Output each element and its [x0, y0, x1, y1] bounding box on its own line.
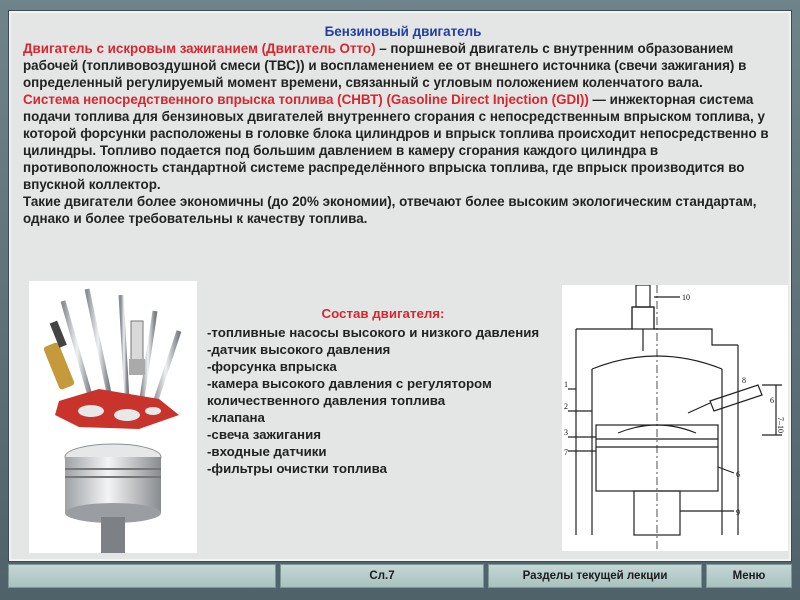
label-3: 3	[564, 428, 568, 437]
label-dim2: 6	[770, 396, 774, 405]
composition-item: -форсунка впрыска	[207, 359, 337, 374]
engine-parts-photo	[29, 281, 197, 553]
label-dim: 7–10	[776, 417, 785, 433]
label-9: 9	[736, 508, 740, 517]
term-otto: Двигатель с искровым зажиганием (Двигате…	[23, 41, 376, 56]
text-otto: – поршневой двигатель с внутренним образ…	[23, 41, 747, 90]
label-10: 10	[682, 293, 690, 302]
composition-item: -камера высокого давления с регулятором …	[207, 376, 492, 408]
valves-piston-image	[43, 288, 182, 553]
composition-item: -свеча зажигания	[207, 427, 322, 442]
cylinder-section-diagram: 10 1 2 3 7 6 9 8 7–10 6	[564, 284, 785, 551]
engine-composition: Состав двигателя: -топливные насосы высо…	[207, 305, 559, 477]
composition-item: -фильтры очистки топлива	[207, 461, 387, 476]
label-8: 8	[742, 376, 746, 385]
composition-item: -датчик высокого давления	[207, 342, 391, 357]
navigation-bar: Сл.7 Разделы текущей лекции Меню	[8, 562, 792, 590]
composition-item: -входные датчики	[207, 444, 327, 459]
slide-number-button[interactable]: Сл.7	[280, 564, 484, 588]
composition-item: -клапана	[207, 410, 265, 425]
composition-title: Состав двигателя:	[321, 306, 445, 321]
slide-content: Бензиновый двигатель Двигатель с искровы…	[8, 10, 792, 562]
label-2: 2	[564, 402, 568, 411]
composition-item: -топливные насосы высокого и низкого дав…	[207, 325, 540, 340]
label-6: 6	[736, 470, 740, 479]
lecture-sections-button[interactable]: Разделы текущей лекции	[488, 564, 702, 588]
paragraph-economy: Такие двигатели более экономичны (до 20%…	[23, 194, 757, 226]
main-text: Бензиновый двигатель Двигатель с искровы…	[23, 23, 783, 227]
label-1: 1	[564, 380, 568, 389]
label-7: 7	[564, 448, 568, 457]
term-gdi: Система непосредственного впрыска топлив…	[23, 92, 589, 107]
nav-bar-empty-segment	[8, 564, 276, 588]
menu-button[interactable]: Меню	[706, 564, 792, 588]
text-gdi: — инжекторная система подачи топлива для…	[23, 92, 769, 192]
slide-title: Бензиновый двигатель	[324, 24, 482, 39]
paragraph-otto: Двигатель с искровым зажиганием (Двигате…	[23, 40, 783, 91]
gdi-cylinder-drawing: 10 1 2 3 7 6 9 8 7–10 6	[562, 284, 788, 551]
paragraph-gdi: Система непосредственного впрыска топлив…	[23, 91, 783, 193]
